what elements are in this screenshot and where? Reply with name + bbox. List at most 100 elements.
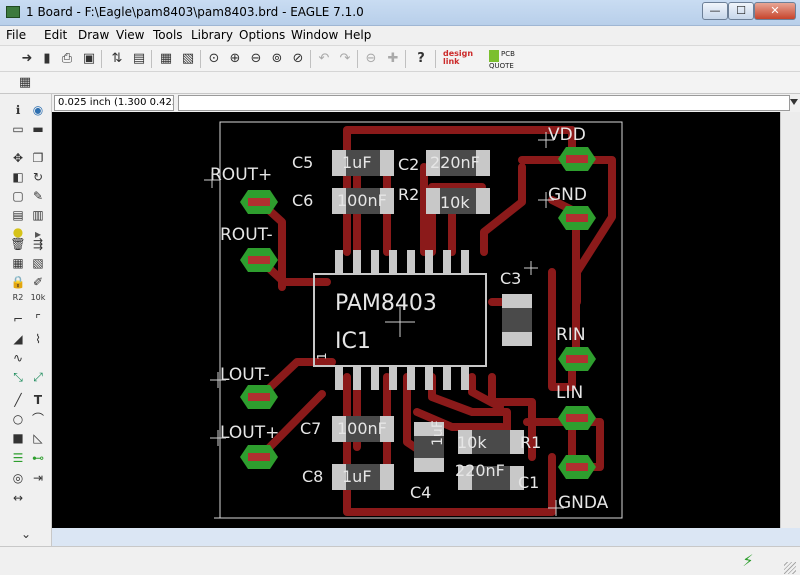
- origin-crosses: [204, 132, 564, 516]
- polygon-icon[interactable]: ◺: [33, 431, 43, 445]
- zoom-out-icon[interactable]: ⊖: [250, 51, 262, 66]
- layer-settings-icon[interactable]: ⇅: [111, 51, 123, 66]
- ic1-outline: [313, 273, 487, 367]
- ulp-icon[interactable]: ▧: [181, 51, 195, 66]
- trace: [343, 373, 556, 516]
- circle-icon[interactable]: ○: [12, 412, 24, 426]
- cam-icon[interactable]: ▣: [82, 51, 96, 66]
- rect-icon[interactable]: ■: [12, 431, 24, 445]
- lock-icon[interactable]: 🔒: [10, 275, 26, 289]
- optimize-icon[interactable]: ◢: [13, 332, 23, 346]
- menu-help[interactable]: Help: [344, 28, 372, 42]
- go-icon[interactable]: ✚: [387, 51, 399, 66]
- mirror-icon[interactable]: ◧: [12, 170, 24, 184]
- label-c2: C2: [398, 155, 419, 174]
- change-icon[interactable]: ✎: [32, 189, 44, 203]
- value-c6: 100nF: [337, 191, 387, 210]
- zoom-redraw-icon[interactable]: ⊚: [271, 51, 283, 66]
- label-r1: R1: [520, 433, 541, 452]
- attribute-icon[interactable]: ⇥: [32, 471, 44, 485]
- print-icon[interactable]: ⎙: [61, 51, 73, 66]
- dimension-icon[interactable]: ↔: [12, 491, 24, 505]
- paste-icon[interactable]: ▤: [12, 208, 24, 222]
- signal-icon[interactable]: ⊷: [32, 451, 44, 465]
- ic-pin: [461, 250, 469, 274]
- save-icon[interactable]: ▮: [43, 51, 51, 66]
- script-icon[interactable]: ▦: [159, 51, 173, 66]
- meander-icon[interactable]: ∿: [12, 351, 24, 365]
- name-icon[interactable]: ✐: [32, 275, 44, 289]
- ic-pin: [443, 250, 451, 274]
- pinswap-icon[interactable]: ▦: [12, 256, 24, 270]
- grid-icon[interactable]: ▦: [18, 75, 32, 90]
- resize-grip[interactable]: [784, 562, 796, 574]
- ratsnest-icon[interactable]: ●: [12, 225, 24, 239]
- move-icon[interactable]: ✥: [12, 151, 24, 165]
- minimize-button[interactable]: —: [702, 2, 728, 20]
- zoom-fit-icon[interactable]: ⊙: [208, 51, 220, 66]
- help-icon[interactable]: ?: [417, 51, 425, 66]
- pad-drill: [566, 355, 588, 363]
- show-icon[interactable]: ▭: [12, 122, 24, 136]
- rotate-icon[interactable]: ↻: [32, 170, 44, 184]
- ic-pin: [407, 366, 415, 390]
- redo-icon[interactable]: ↷: [339, 51, 351, 66]
- board-canvas[interactable]: PAM8403 IC1 1: [52, 112, 780, 528]
- eye-icon[interactable]: ◉: [32, 103, 44, 117]
- command-history-icon[interactable]: [790, 99, 798, 105]
- designlink-button[interactable]: design link: [443, 49, 474, 66]
- value-tool-icon[interactable]: 10k: [30, 293, 46, 302]
- hole-icon[interactable]: ◎: [12, 471, 24, 485]
- replace-icon[interactable]: ▧: [32, 256, 44, 270]
- delete-icon[interactable]: 🗑: [10, 237, 26, 251]
- copy-icon[interactable]: ❐: [32, 151, 44, 165]
- menu-options[interactable]: Options: [239, 28, 286, 42]
- group-icon[interactable]: ▢: [12, 189, 24, 203]
- wire-icon[interactable]: ╱: [14, 393, 22, 407]
- run-icon[interactable]: ➜: [21, 51, 33, 66]
- drc-status-icon[interactable]: ⚡: [742, 551, 754, 570]
- mark-icon[interactable]: ▬: [32, 122, 44, 136]
- board-drawing[interactable]: PAM8403 IC1 1: [52, 112, 780, 528]
- menu-file[interactable]: File: [6, 28, 27, 42]
- c5-pad: [380, 150, 394, 176]
- coordinate-bar: 0.025 inch (1.300 0.425): [52, 94, 800, 112]
- menu-window[interactable]: Window: [291, 28, 339, 42]
- menu-view[interactable]: View: [116, 28, 145, 42]
- pcb-quote-button[interactable]: PCB QUOTE: [489, 50, 523, 70]
- palette-expand-icon[interactable]: ⌄: [20, 527, 32, 541]
- add-icon[interactable]: ⇶: [32, 237, 44, 251]
- label-c3: C3: [500, 269, 521, 288]
- board-schematic-icon[interactable]: ▤: [132, 51, 146, 66]
- text-icon[interactable]: T: [33, 393, 43, 407]
- info-icon[interactable]: ℹ: [15, 103, 21, 117]
- maximize-button[interactable]: ☐: [728, 2, 754, 20]
- command-input[interactable]: [178, 95, 790, 111]
- menu-draw[interactable]: Draw: [78, 28, 110, 42]
- value-c7: 100nF: [337, 419, 387, 438]
- menu-tools[interactable]: Tools: [153, 28, 183, 42]
- toolbar-divider: [310, 50, 311, 68]
- window-title: 1 Board - F:\Eagle\pam8403\pam8403.brd -…: [26, 5, 364, 19]
- ic-pin: [389, 366, 397, 390]
- ripup-icon[interactable]: ⤢: [33, 370, 43, 384]
- menu-edit[interactable]: Edit: [44, 28, 68, 42]
- label-rout-plus: ROUT+: [210, 165, 272, 185]
- zoom-in-icon[interactable]: ⊕: [229, 51, 241, 66]
- arc-icon[interactable]: ⌒: [31, 412, 44, 426]
- route-icon[interactable]: ⌇: [35, 332, 41, 346]
- split-icon[interactable]: ⌐: [12, 312, 24, 326]
- autorouter-icon[interactable]: ⤡: [13, 370, 23, 384]
- miter-icon[interactable]: ⌜: [35, 312, 41, 326]
- undo-icon[interactable]: ↶: [318, 51, 330, 66]
- menu-library[interactable]: Library: [191, 28, 233, 42]
- vertical-scrollbar[interactable]: [780, 112, 800, 528]
- ratsnest-arrow-icon[interactable]: ▸: [34, 227, 42, 241]
- name-tool-icon[interactable]: R2: [12, 293, 24, 302]
- stop-icon[interactable]: ⊖: [365, 51, 377, 66]
- close-button[interactable]: ✕: [754, 2, 796, 20]
- smash-icon[interactable]: ▥: [32, 208, 44, 222]
- via-icon[interactable]: ☰: [12, 451, 24, 465]
- label-lin: LIN: [556, 383, 583, 403]
- zoom-select-icon[interactable]: ⊘: [292, 51, 304, 66]
